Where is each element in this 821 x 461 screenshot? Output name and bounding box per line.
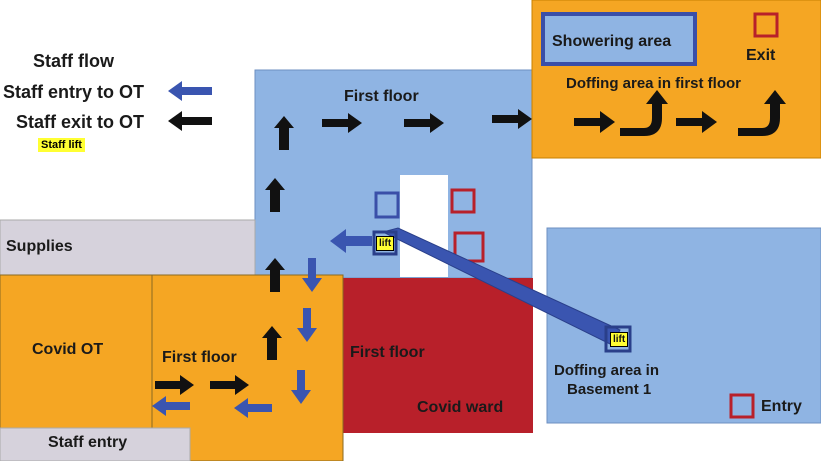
lift-shaft xyxy=(400,175,448,277)
doffing-basement-label-1: Doffing area in xyxy=(554,362,660,379)
doffing-basement-label-2: Basement 1 xyxy=(567,381,652,398)
legend-exit-label: Staff exit to OT xyxy=(16,112,145,132)
exit-label: Exit xyxy=(746,47,776,64)
covid-ot-label: Covid OT xyxy=(32,341,104,358)
doffing-first-floor-label: Doffing area in first floor xyxy=(566,75,742,92)
entry-arrows-bottom xyxy=(152,396,272,418)
first-floor-top-label: First floor xyxy=(344,88,419,105)
legend-lift-label: Staff lift xyxy=(38,138,85,152)
lift-square-blue-top xyxy=(374,191,400,219)
doffing-arrows xyxy=(574,90,786,136)
entry-arrow-lift xyxy=(330,229,372,253)
showering-box xyxy=(541,12,697,66)
exit-arrows-up xyxy=(262,116,294,360)
entry-label: Entry xyxy=(761,398,802,415)
lift-square-upper xyxy=(372,230,398,256)
covid-ward-label: Covid ward xyxy=(417,399,504,416)
legend-entry-arrow xyxy=(168,81,212,101)
showering-label: Showering area xyxy=(552,33,672,50)
covid-ot-area xyxy=(0,274,153,431)
lift-tag-lower: lift xyxy=(610,332,629,347)
exit-arrows-top xyxy=(322,109,532,133)
legend-entry-label: Staff entry to OT xyxy=(3,82,145,102)
lift-square-lower xyxy=(604,325,632,353)
legend-exit-arrow xyxy=(168,111,212,131)
first-floor-mid-label: First floor xyxy=(162,349,237,366)
staff-entry-label: Staff entry xyxy=(48,434,128,451)
entry-arrows-down xyxy=(291,258,322,404)
covid-ward-area xyxy=(343,278,533,433)
legend-title: Staff flow xyxy=(33,51,114,71)
entry-square xyxy=(729,393,755,419)
lift-square-red-top xyxy=(450,188,476,214)
exit-square xyxy=(753,12,779,38)
lift-channel xyxy=(381,227,621,346)
first-floor-ward-label: First floor xyxy=(350,344,425,361)
staff-entry-area xyxy=(0,427,191,461)
supplies-area xyxy=(0,219,256,276)
supplies-label: Supplies xyxy=(6,238,73,255)
lift-tag-upper: lift xyxy=(376,236,395,251)
exit-arrows-bottom xyxy=(155,375,249,395)
